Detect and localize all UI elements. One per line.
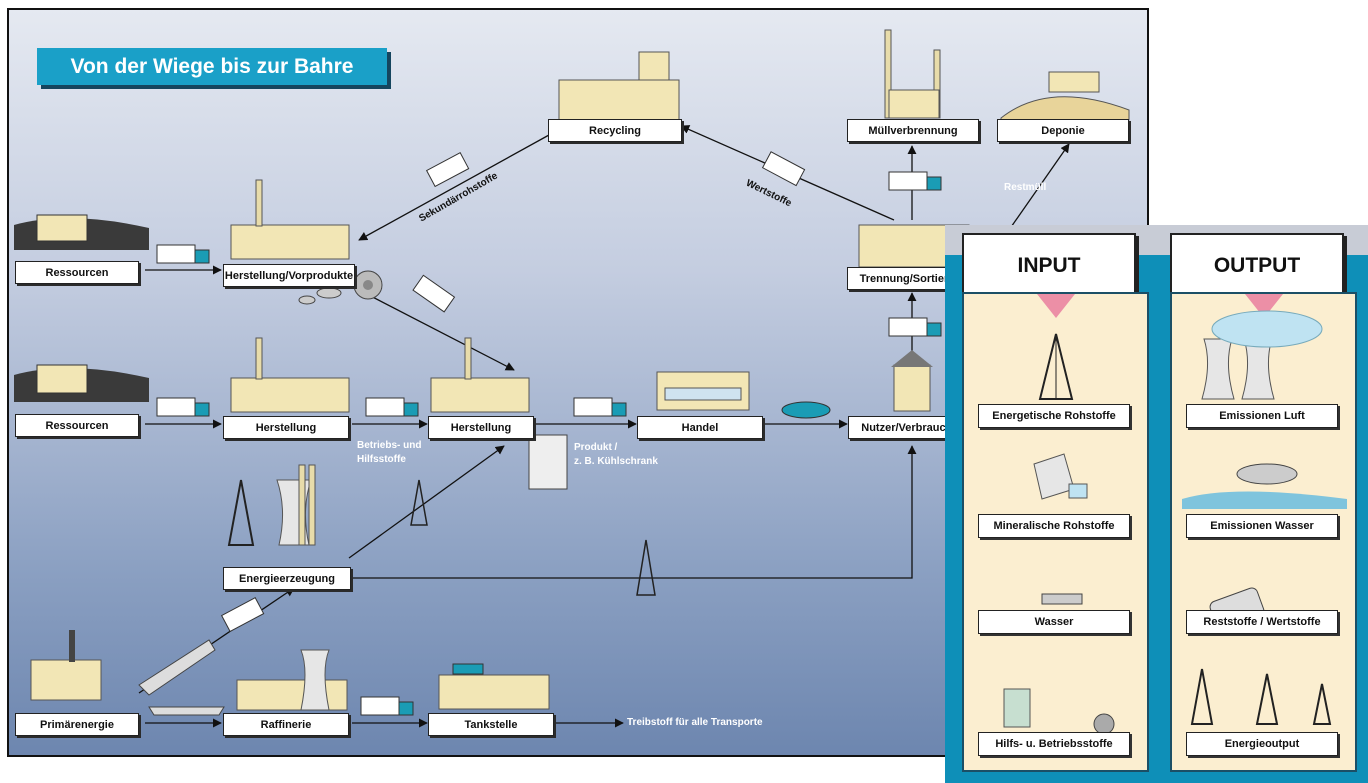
- diagram-title: Von der Wiege bis zur Bahre: [37, 48, 387, 85]
- node-ressourcen-1: Ressourcen: [15, 261, 139, 284]
- input-header: INPUT: [962, 233, 1136, 299]
- flow-arrows: [14, 29, 1130, 728]
- output-item-4: Energieoutput: [1186, 732, 1338, 756]
- node-herstellung-1: Herstellung: [223, 416, 349, 439]
- output-icons: [1182, 310, 1347, 725]
- node-herstellung-vorprodukte: Herstellung/Vorprodukte: [223, 264, 355, 287]
- node-muellverbrennung: Müllverbrennung: [847, 119, 979, 142]
- node-deponie: Deponie: [997, 119, 1129, 142]
- node-primaerenergie: Primärenergie: [15, 713, 139, 736]
- input-output-panel: INPUT OUTPUT Energetische Rohstoffe Mine…: [945, 225, 1368, 783]
- node-recycling: Recycling: [548, 119, 682, 142]
- output-item-1: Emissionen Luft: [1186, 404, 1338, 428]
- output-header: OUTPUT: [1170, 233, 1344, 299]
- label-produkt: Produkt /: [574, 442, 618, 453]
- output-column: Emissionen Luft Emissionen Wasser Restst…: [1170, 292, 1357, 772]
- factory-icons: [14, 29, 1130, 716]
- node-raffinerie: Raffinerie: [223, 713, 349, 736]
- input-marker: [1036, 294, 1075, 318]
- input-item-3: Wasser: [978, 610, 1130, 634]
- input-column: Energetische Rohstoffe Mineralische Rohs…: [962, 292, 1149, 772]
- node-ressourcen-2: Ressourcen: [15, 414, 139, 437]
- node-energieerzeugung: Energieerzeugung: [223, 567, 351, 590]
- label-treibstoff: Treibstoff für alle Transporte: [627, 717, 763, 728]
- label-kuehlschrank: z. B. Kühlschrank: [574, 456, 658, 467]
- node-herstellung-2: Herstellung: [428, 416, 534, 439]
- node-handel: Handel: [637, 416, 763, 439]
- input-item-2: Mineralische Rohstoffe: [978, 514, 1130, 538]
- input-item-4: Hilfs- u. Betriebsstoffe: [978, 732, 1130, 756]
- node-tankstelle: Tankstelle: [428, 713, 554, 736]
- node-nutzer: Nutzer/Verbraucher: [848, 416, 976, 439]
- label-hilfsstoffe: Hilfsstoffe: [357, 454, 406, 465]
- output-item-2: Emissionen Wasser: [1186, 514, 1338, 538]
- output-item-3: Reststoffe / Wertstoffe: [1186, 610, 1338, 634]
- input-item-1: Energetische Rohstoffe: [978, 404, 1130, 428]
- label-betriebs-und: Betriebs- und: [357, 440, 422, 451]
- label-restmuell: Restmüll: [1004, 182, 1047, 193]
